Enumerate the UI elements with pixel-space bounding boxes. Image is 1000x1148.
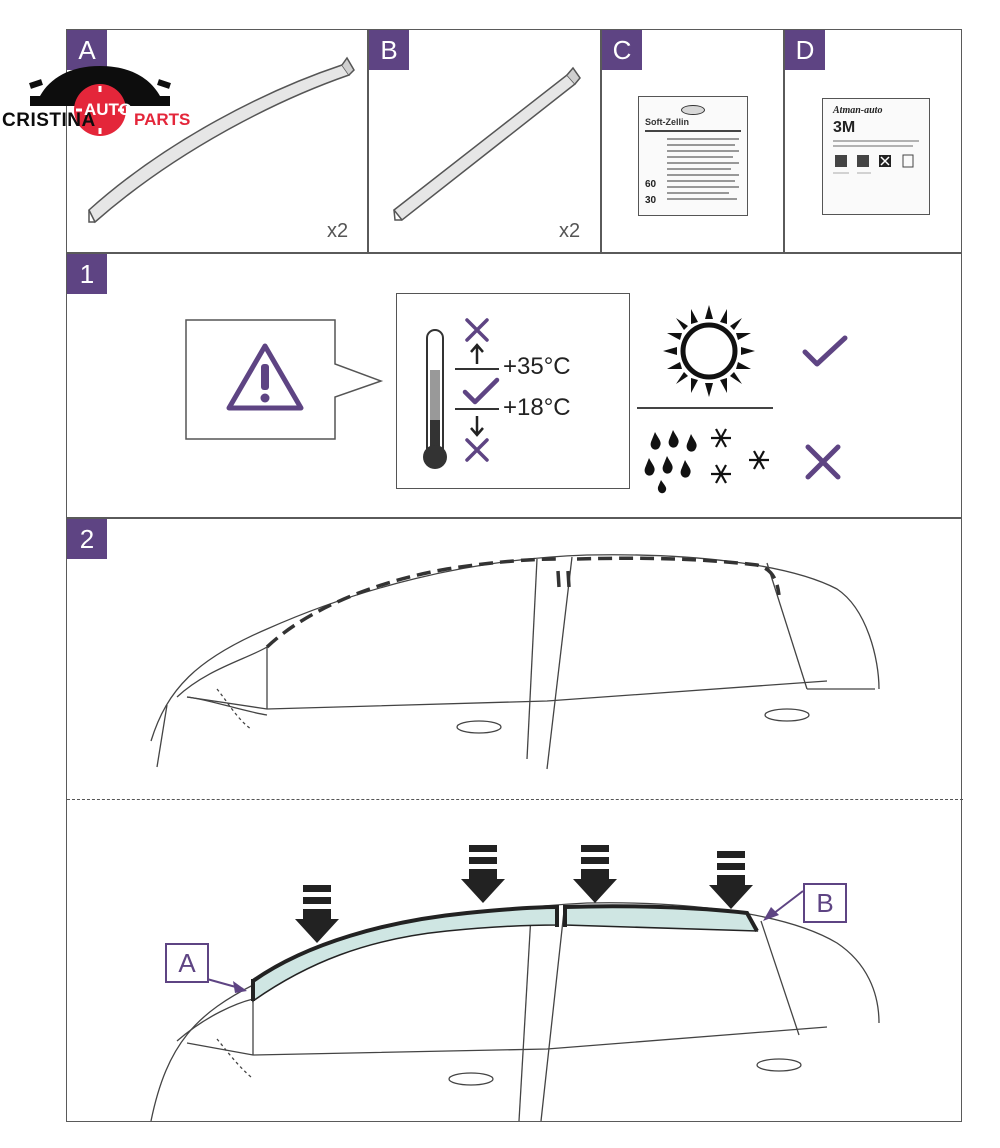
temp-low-label: +18°C bbox=[503, 394, 571, 421]
arrow-up-icon bbox=[470, 343, 484, 364]
cross-icon bbox=[465, 438, 489, 462]
soft-zellin-text-lines bbox=[667, 138, 739, 200]
card-underline bbox=[645, 130, 741, 132]
panel-b-qty: x2 bbox=[559, 220, 581, 242]
arrow-down-icon bbox=[573, 845, 617, 903]
deflector-b-drawing bbox=[392, 66, 581, 222]
temperature-box bbox=[396, 293, 630, 489]
label-b: B bbox=[803, 883, 847, 923]
arrow-down-icon bbox=[295, 885, 339, 943]
brand-logo: CRISTINA AUTO PARTS bbox=[0, 60, 200, 150]
panel-c: C Soft-Zellin 60 30 bbox=[601, 29, 784, 253]
car-logo-icon bbox=[29, 66, 171, 136]
panel-b-tag: B bbox=[369, 30, 409, 70]
panel-d: D Atman-auto 3M bbox=[784, 29, 962, 253]
step-1-tag: 1 bbox=[67, 254, 107, 294]
arrow-down-icon bbox=[709, 851, 753, 909]
card-size-a: 60 bbox=[645, 179, 657, 190]
warning-icon bbox=[226, 343, 304, 411]
weather-divider bbox=[637, 407, 773, 409]
tape-card-icons bbox=[833, 140, 919, 174]
soft-zellin-card: Soft-Zellin 60 30 bbox=[638, 96, 748, 216]
car-top-drawing bbox=[150, 554, 880, 770]
panel-b: B x2 bbox=[368, 29, 601, 253]
panel-step-2: 2 bbox=[66, 518, 963, 1122]
cross-icon bbox=[805, 444, 841, 480]
panel-d-tag: D bbox=[785, 30, 825, 70]
tape-card-title: Atman-auto bbox=[833, 105, 883, 116]
logo-text-auto: AUTO bbox=[84, 100, 132, 119]
soft-zellin-title: Soft-Zellin bbox=[645, 117, 689, 127]
sun-icon bbox=[663, 305, 755, 397]
rain-icon bbox=[644, 430, 697, 494]
label-a: A bbox=[165, 943, 209, 983]
thermometer-icon bbox=[423, 329, 447, 469]
logo-text-parts: PARTS bbox=[134, 110, 191, 129]
panel-step-1: 1 +35°C +18°C bbox=[66, 253, 962, 518]
check-icon bbox=[802, 335, 848, 367]
check-icon bbox=[462, 377, 500, 405]
car-bottom-drawing bbox=[150, 890, 880, 1122]
panel-c-tag: C bbox=[602, 30, 642, 70]
tape-card-brand: 3M bbox=[833, 119, 856, 136]
arrow-down-icon bbox=[461, 845, 505, 903]
cross-icon bbox=[465, 318, 489, 342]
temp-divider-high bbox=[455, 368, 499, 370]
logo-text-cristina: CRISTINA bbox=[2, 110, 96, 131]
panel-a-qty: x2 bbox=[327, 220, 349, 242]
card-oval bbox=[681, 105, 705, 115]
panel-a: A x2 bbox=[66, 29, 368, 253]
temp-divider-low bbox=[455, 408, 499, 410]
deflector-a-drawing bbox=[88, 56, 355, 224]
arrow-down-icon bbox=[470, 416, 484, 437]
tape-card: Atman-auto 3M bbox=[822, 98, 930, 215]
panel-a-tag: A bbox=[67, 30, 107, 70]
snowflake-icon bbox=[711, 428, 769, 484]
step-2-tag: 2 bbox=[67, 519, 107, 559]
temp-high-label: +35°C bbox=[503, 353, 571, 380]
card-size-b: 30 bbox=[645, 195, 657, 206]
step-2-divider bbox=[67, 799, 963, 800]
